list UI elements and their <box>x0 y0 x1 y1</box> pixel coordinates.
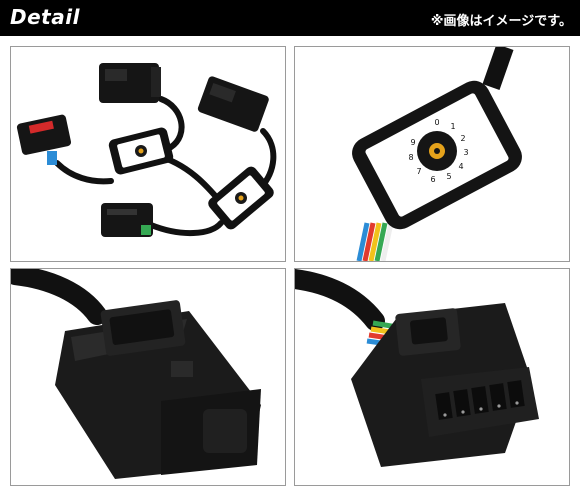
dial-number: 8 <box>408 153 413 162</box>
photo-female-connector <box>294 268 570 486</box>
dial-number: 7 <box>416 167 421 176</box>
control-box-illustration: 0 1 2 3 4 5 6 7 8 9 <box>352 47 522 261</box>
female-connector-illustration <box>295 269 539 467</box>
image-disclaimer: ※画像はイメージです。 <box>430 14 572 29</box>
harness-overview-illustration <box>16 63 277 237</box>
photo-harness-overview <box>10 46 286 262</box>
male-connector-illustration <box>11 269 261 479</box>
dial-number: 0 <box>434 118 439 127</box>
photo-control-box-dial: 0 1 2 3 4 5 6 7 8 9 <box>294 46 570 262</box>
dial-number: 1 <box>450 122 455 131</box>
dial-number: 5 <box>446 172 451 181</box>
dial-number: 4 <box>458 162 463 171</box>
dial-number: 3 <box>463 148 468 157</box>
header-bar: Detail ※画像はイメージです。 <box>0 0 580 36</box>
dial-number: 9 <box>410 138 415 147</box>
page-title: Detail <box>10 5 80 29</box>
dial-number: 2 <box>460 134 465 143</box>
photo-male-connector <box>10 268 286 486</box>
dial-number: 6 <box>430 175 435 184</box>
